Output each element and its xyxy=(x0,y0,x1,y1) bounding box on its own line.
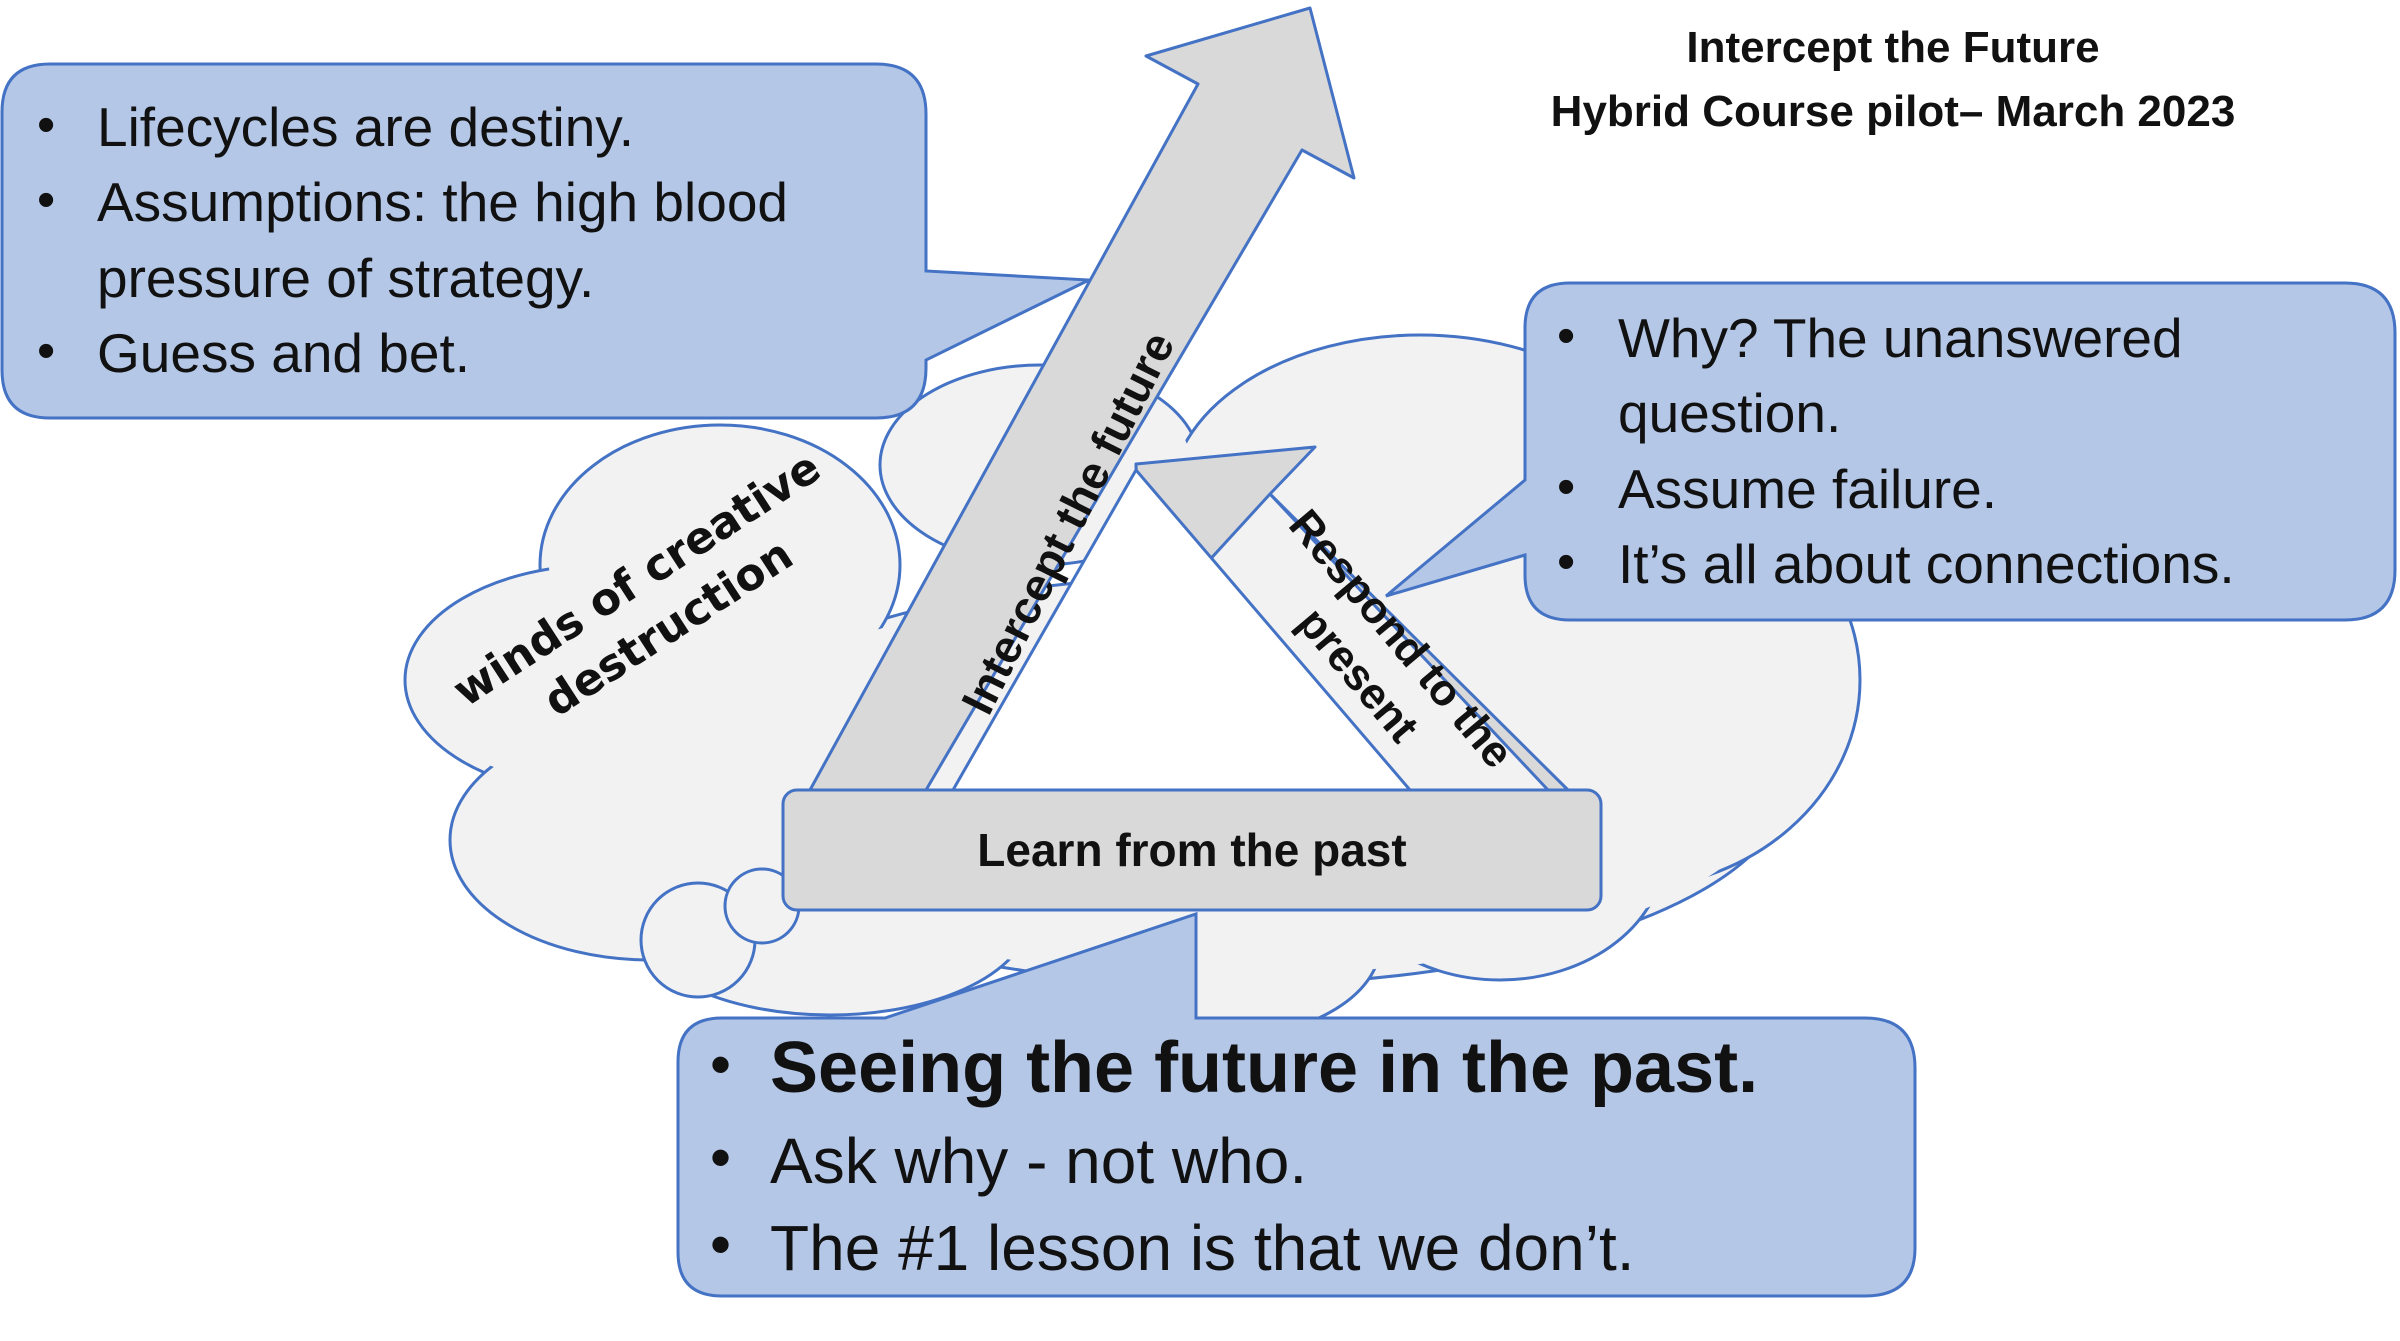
triangle-inner xyxy=(951,468,1412,792)
page-subtitle: Hybrid Course pilot– March 2023 xyxy=(1551,87,2236,136)
callout-item: Assume failure. xyxy=(1618,458,1997,520)
callout-item: Guess and bet. xyxy=(97,322,470,384)
callout-bottom-shape xyxy=(676,911,1917,1298)
callout-right-shape xyxy=(1385,281,2397,622)
callout-item: pressure of strategy. xyxy=(97,247,594,309)
callout-item: Assumptions: the high blood xyxy=(97,171,788,233)
bullet: • xyxy=(710,1124,731,1191)
callout-right: • Why? The unanswered question. • Assume… xyxy=(1557,307,2235,595)
callout-item: It’s all about connections. xyxy=(1618,533,2235,595)
callout-item-emphasis: Seeing the future in the past. xyxy=(770,1028,1758,1108)
bullet: • xyxy=(37,96,55,154)
callout-top-left: • Lifecycles are destiny. • Assumptions:… xyxy=(37,96,788,384)
bullet: • xyxy=(37,322,55,380)
callout-bottom: • Seeing the future in the past. • Ask w… xyxy=(710,1028,1758,1284)
arrow-intercept-future xyxy=(808,6,1356,792)
bullet: • xyxy=(37,171,55,229)
page-title: Intercept the Future xyxy=(1686,23,2099,72)
callout-top-left-shape xyxy=(0,62,1095,420)
callout-item: question. xyxy=(1618,382,1841,444)
bullet: • xyxy=(1557,458,1575,516)
bullet: • xyxy=(1557,533,1575,591)
callout-item: Lifecycles are destiny. xyxy=(97,96,634,158)
callout-item: The #1 lesson is that we don’t. xyxy=(770,1212,1635,1284)
bullet: • xyxy=(1557,307,1575,365)
bullet: • xyxy=(710,1031,731,1098)
arrow-respond-present xyxy=(1134,445,1570,792)
bullet: • xyxy=(710,1211,731,1278)
bar-label-past: Learn from the past xyxy=(977,824,1406,876)
callout-item: Ask why - not who. xyxy=(770,1125,1307,1197)
callout-item: Why? The unanswered xyxy=(1618,307,2183,369)
